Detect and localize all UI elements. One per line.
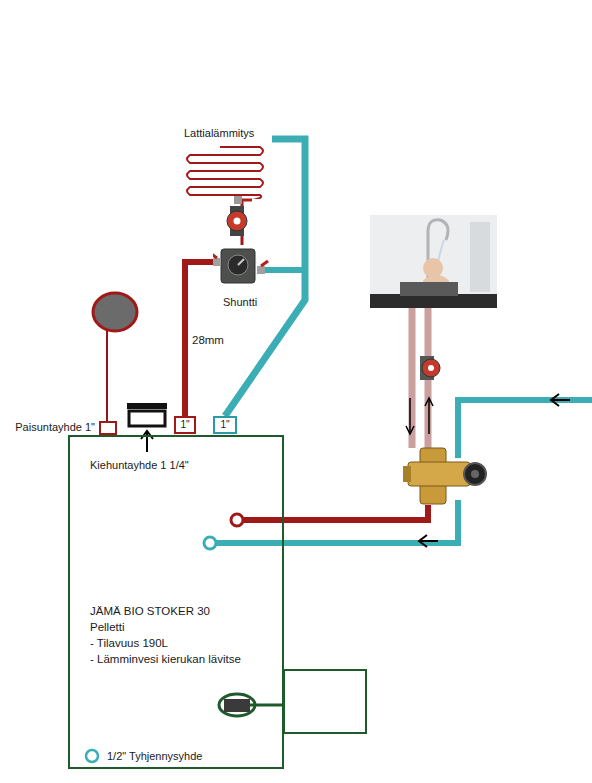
- flow-arrow: [420, 540, 438, 542]
- node-title: Lattialämmitys: [184, 125, 254, 141]
- floor-heating: Lattialämmitys: [180, 125, 272, 201]
- node-text: Pelletti: [90, 619, 282, 635]
- up-arrow: [428, 400, 430, 434]
- up-arrow: [425, 398, 433, 406]
- mixing-valve: [403, 448, 486, 504]
- return-pipe: [216, 500, 458, 543]
- flow-arrow: [419, 535, 427, 547]
- flow-arrow: [551, 394, 559, 406]
- circulation-pump: [422, 359, 440, 377]
- burner-port: [219, 694, 255, 716]
- shunt-symbol: [213, 245, 269, 291]
- boiler-box: JÄMÄ BIO STOKER 30Pelletti- Tilavuus 190…: [68, 435, 284, 769]
- down-arrow: [409, 398, 411, 432]
- down-arrow: [406, 426, 414, 434]
- node-title: 1/2" Tyhjennysyhde: [107, 747, 274, 765]
- circulation-pump-hub: [428, 365, 434, 371]
- drain-symbol: [84, 747, 102, 765]
- boil-connection-symbol: [126, 402, 168, 428]
- node-title: Kiehuntayhde 1 1/4": [90, 457, 189, 473]
- node-title: 1": [215, 418, 235, 431]
- tap-pipe: [409, 300, 416, 448]
- expansion-line: [106, 329, 108, 421]
- shunt-return-pipe: [262, 267, 305, 273]
- flow-arrow: [552, 399, 570, 401]
- burner-port-core: [224, 699, 250, 712]
- expansion-connection: Paisuntayhde 1": [99, 421, 117, 435]
- supply-connection: 1": [174, 416, 196, 434]
- node-title: 1": [176, 418, 194, 431]
- pipe-size-label: 28mm: [192, 333, 224, 347]
- return-port: [204, 537, 216, 549]
- shunt-valve: Shuntti: [213, 245, 269, 307]
- node-title: Shuntti: [223, 294, 257, 310]
- floor-coil: [180, 143, 272, 199]
- floor-pump: [227, 206, 247, 236]
- floor-valve: [234, 196, 252, 204]
- drain-connection: 1/2" Tyhjennysyhde: [84, 747, 274, 765]
- node-text: - Lämminvesi kierukan lävitse: [90, 651, 282, 667]
- expansion-tank: [93, 293, 137, 331]
- node-title: JÄMÄ BIO STOKER 30: [90, 603, 282, 619]
- hot-port: [231, 514, 243, 526]
- burner-unit: [284, 670, 366, 733]
- floor-supply-pipe: [241, 201, 244, 245]
- node-title: Paisuntayhde 1": [15, 419, 95, 435]
- node-text: - Tilavuus 190L: [90, 635, 282, 651]
- cold-inlet-pipe: [458, 400, 592, 458]
- shower-photo: [370, 215, 497, 308]
- return-connection: 1": [213, 416, 237, 434]
- hot-pipe: [243, 505, 428, 520]
- boil-connection: Kiehuntayhde 1 1/4": [126, 402, 168, 428]
